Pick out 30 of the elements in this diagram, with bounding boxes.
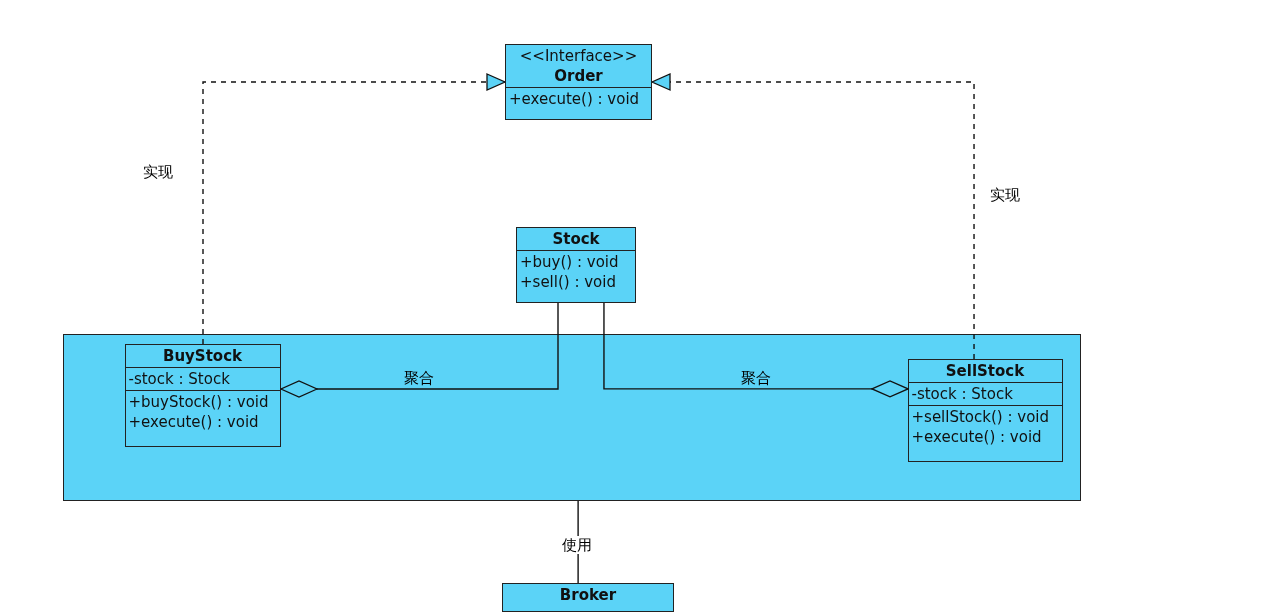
edge-label: 实现: [988, 186, 1022, 204]
stereotype-label: <<Interface>>: [518, 46, 639, 66]
class-box: [502, 583, 674, 612]
member-text: +execute() : void: [911, 426, 1043, 447]
member-text: +sell() : void: [520, 272, 617, 292]
package-box: [63, 334, 1081, 501]
class-box: [907, 358, 1063, 462]
edge-label: 实现: [141, 163, 175, 181]
member-text: +buy() : void: [520, 252, 620, 272]
aggregation-line: [603, 302, 909, 398]
realization-arrow: [202, 73, 506, 345]
member-text: +buyStock() : void: [128, 391, 270, 412]
aggregation-line: [280, 302, 559, 398]
member-text: +execute() : void: [509, 89, 641, 109]
member-text: -stock : Stock: [911, 383, 1014, 404]
member-text: +execute() : void: [128, 411, 260, 432]
class-box: [516, 227, 636, 303]
edge-label: 聚合: [739, 369, 773, 387]
class-box: [124, 343, 281, 447]
class-name: Broker: [558, 585, 618, 605]
realization-arrow: [651, 73, 975, 360]
class-name: Stock: [551, 229, 601, 249]
member-text: +sellStock() : void: [911, 406, 1050, 427]
member-text: -stock : Stock: [128, 368, 231, 389]
class-box: [505, 44, 652, 120]
edge-label: 聚合: [402, 369, 436, 387]
class-name: BuyStock: [161, 345, 243, 366]
class-name: Order: [553, 66, 604, 86]
class-name: SellStock: [944, 360, 1026, 381]
edge-label: 使用: [560, 536, 594, 554]
